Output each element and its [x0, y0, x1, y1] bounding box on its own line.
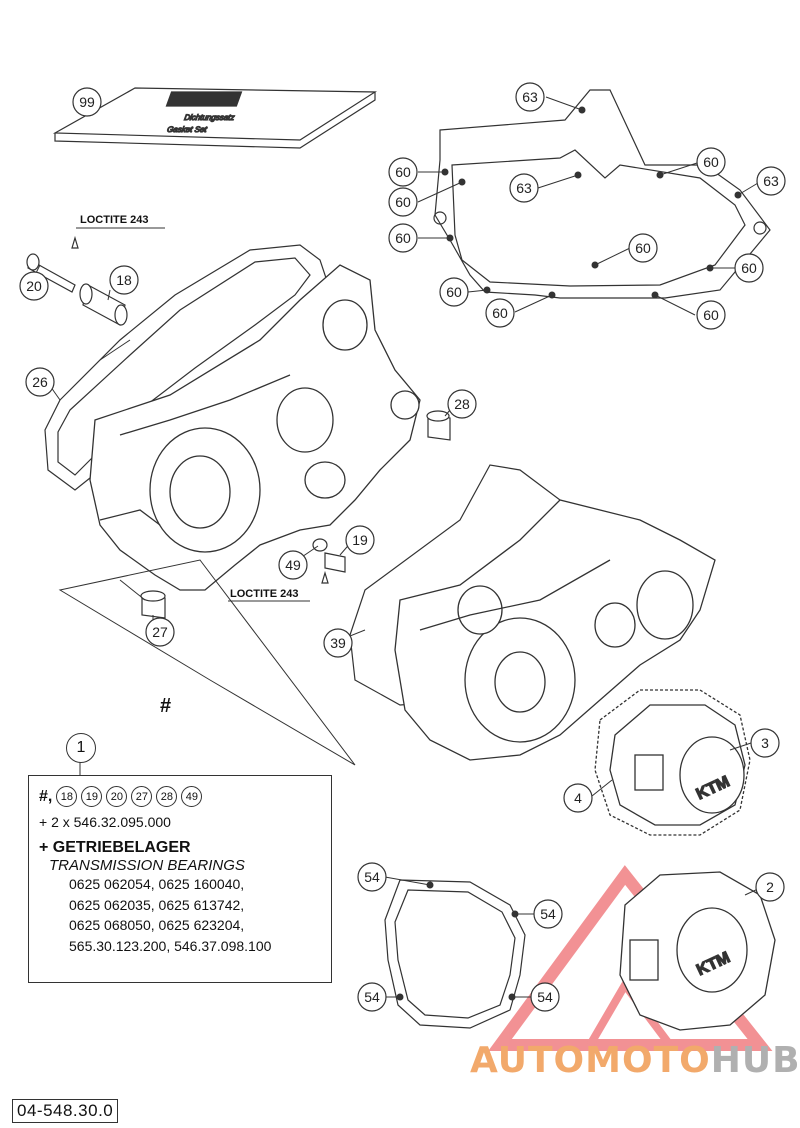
callout-c60h: 60	[734, 253, 764, 283]
legend-part-circle: 28	[156, 786, 178, 807]
legend-part-circle: 19	[81, 786, 103, 807]
callout-label: 60	[446, 284, 462, 300]
left-crankcase-half	[89, 264, 421, 591]
legend-bold-line: + GETRIEBELAGER	[39, 839, 191, 856]
callout-label: 28	[454, 396, 470, 412]
legend-part-line: 565.30.123.200, 546.37.098.100	[69, 937, 272, 954]
svg-text:Dichtungssatz: Dichtungssatz	[183, 113, 235, 122]
callout-label: 49	[285, 557, 301, 573]
callout-label: 19	[352, 532, 368, 548]
callout-c19: 19	[345, 525, 375, 555]
hardware-parts	[26, 235, 451, 619]
legend-plus-line: + 2 x 546.32.095.000	[39, 814, 171, 830]
svg-text:Gasket Set: Gasket Set	[166, 125, 208, 134]
callout-label: 54	[364, 869, 380, 885]
legend-part-list: 0625 062054, 0625 160040, 0625 062035, 0…	[39, 874, 321, 956]
callout-c54d: 54	[530, 982, 560, 1012]
callout-c60d: 60	[439, 277, 469, 307]
callout-label: 63	[516, 180, 532, 196]
callout-c63a: 63	[515, 82, 545, 112]
callout-label: 60	[395, 164, 411, 180]
callout-c60b: 60	[388, 187, 418, 217]
callout-label: 60	[395, 230, 411, 246]
callout-label: 60	[492, 305, 508, 321]
legend-row-prefix: #,	[39, 787, 53, 805]
callout-label: 54	[364, 989, 380, 1005]
callout-label: 18	[116, 272, 132, 288]
callout-c54a: 54	[357, 862, 387, 892]
callout-label: 60	[703, 154, 719, 170]
watermark-part2: HUB	[710, 1040, 800, 1081]
diagram-code: 04-548.30.0	[12, 1099, 119, 1123]
callout-c60g: 60	[628, 233, 658, 263]
callout-label: 20	[26, 278, 42, 294]
clutch-cover-gasket	[433, 89, 771, 299]
legend-part-line: 0625 062054, 0625 160040,	[69, 876, 245, 892]
callout-label: 60	[741, 260, 757, 276]
callout-c54c: 54	[357, 982, 387, 1012]
legend-italic-line: TRANSMISSION BEARINGS	[49, 857, 245, 874]
callout-c60a: 60	[388, 157, 418, 187]
set-hash-mark: #	[160, 695, 171, 717]
gasket-set-package: Dichtungssatz Gasket Set	[52, 87, 377, 149]
callout-c63b: 63	[509, 173, 539, 203]
callout-label: 63	[763, 173, 779, 189]
callout-c60f: 60	[696, 147, 726, 177]
callout-c4: 4	[563, 783, 593, 813]
loctite-label-top: LOCTITE 243	[80, 214, 148, 226]
clutch-cover: KTM	[619, 871, 776, 1031]
screw-hole-dots	[396, 106, 742, 1001]
right-crankcase-half	[394, 499, 716, 761]
legend-part-circle: 27	[131, 786, 153, 807]
callout-c60c: 60	[388, 223, 418, 253]
callout-c3: 3	[750, 728, 780, 758]
watermark-logo: AUTOMOTOHUB	[470, 1040, 800, 1081]
callout-label: 26	[32, 374, 48, 390]
callout-c60i: 60	[696, 300, 726, 330]
legend-part-circle: 49	[181, 786, 203, 807]
callout-label: 54	[540, 906, 556, 922]
callout-label: 60	[703, 307, 719, 323]
callout-c54b: 54	[533, 899, 563, 929]
legend-box: #, 18 19 20 27 28 49 + 2 x 546.32.095.00…	[28, 775, 332, 983]
callout-label: 60	[635, 240, 651, 256]
callout-c63c: 63	[756, 166, 786, 196]
legend-part-circle: 18	[56, 786, 78, 807]
callout-c60e: 60	[485, 298, 515, 328]
legend-part-line: 0625 062035, 0625 613742,	[69, 896, 245, 913]
legend-number-badge: 1	[66, 733, 96, 763]
callout-label: 54	[537, 989, 553, 1005]
callout-label: 27	[152, 624, 168, 640]
callout-c49: 49	[278, 550, 308, 580]
callout-c20: 20	[19, 271, 49, 301]
callout-label: 4	[574, 790, 582, 806]
callout-label: 63	[522, 89, 538, 105]
callout-c18: 18	[109, 265, 139, 295]
callout-c27: 27	[145, 617, 175, 647]
callout-c99: 99	[72, 87, 102, 117]
callout-c26: 26	[25, 367, 55, 397]
callout-label: 99	[79, 94, 95, 110]
legend-part-circle: 20	[106, 786, 128, 807]
callout-c39: 39	[323, 628, 353, 658]
callout-c2: 2	[755, 872, 785, 902]
ignition-cover-gasket	[384, 879, 526, 1029]
callout-c28: 28	[447, 389, 477, 419]
legend-part-line: 0625 068050, 0625 623204,	[69, 917, 245, 933]
watermark-part1: AUTOMOTO	[470, 1040, 711, 1081]
callout-label: 39	[330, 635, 346, 651]
legend-set-row: #, 18 19 20 27 28 49	[39, 786, 321, 807]
callout-label: 2	[766, 879, 774, 895]
callout-label: 3	[761, 735, 769, 751]
loctite-label-mid: LOCTITE 243	[230, 588, 298, 600]
ignition-cover: KTM	[594, 689, 751, 836]
set-bracket-lines	[58, 339, 356, 766]
callout-label: 60	[395, 194, 411, 210]
